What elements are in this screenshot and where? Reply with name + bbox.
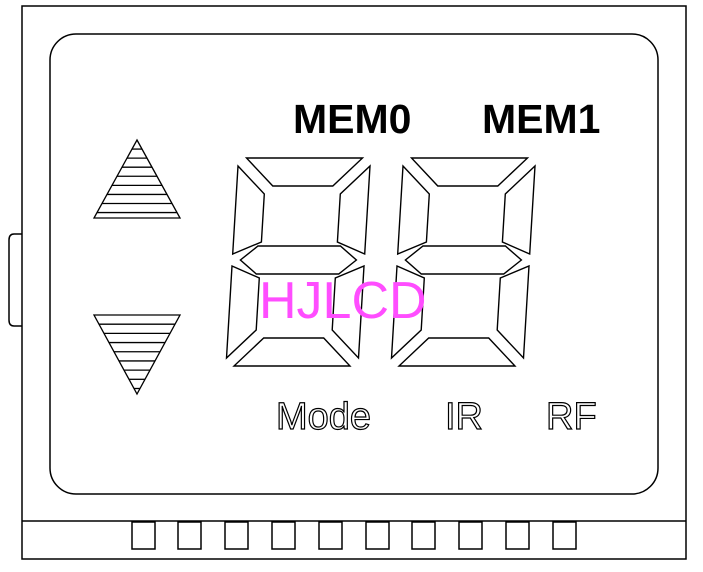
pin-6	[365, 521, 390, 550]
segment-a	[409, 157, 530, 187]
segment-d	[397, 337, 517, 367]
mem1-label: MEM1	[482, 96, 600, 142]
segment-c	[331, 264, 365, 360]
segment-b	[501, 164, 536, 256]
pin-5	[318, 521, 343, 550]
pin-9	[505, 521, 530, 550]
segment-b	[336, 164, 371, 256]
outer-frame	[21, 5, 687, 560]
segment-e	[390, 264, 426, 360]
segment-f	[396, 164, 431, 256]
segment-e	[225, 264, 261, 360]
segment-f	[231, 164, 266, 256]
mode-label: Mode	[276, 396, 371, 438]
down-arrow-triangle-icon	[92, 314, 182, 396]
down-arrow-outline	[92, 314, 182, 396]
segment-g	[404, 245, 523, 275]
pin-3	[224, 521, 249, 550]
pin-8	[458, 521, 483, 550]
watermark-text: HJLCD	[259, 272, 427, 330]
up-arrow-triangle-icon	[92, 138, 182, 219]
seven-segment-digit-1	[225, 157, 371, 367]
segment-g	[239, 245, 358, 275]
segment-d	[232, 337, 352, 367]
pin-4	[271, 521, 296, 550]
side-tab	[8, 233, 22, 327]
pin-2	[177, 521, 202, 550]
pin-10	[552, 521, 577, 550]
ir-label: IR	[445, 396, 483, 438]
pin-7	[411, 521, 436, 550]
segment-c	[496, 264, 530, 360]
rf-label: RF	[546, 396, 597, 438]
pin-1	[131, 521, 156, 550]
mem0-label: MEM0	[293, 96, 411, 142]
segment-a	[244, 157, 365, 187]
up-arrow-outline	[92, 138, 182, 219]
seven-segment-digit-2	[390, 157, 536, 367]
pin-row	[131, 521, 577, 550]
viewing-area	[49, 33, 659, 495]
